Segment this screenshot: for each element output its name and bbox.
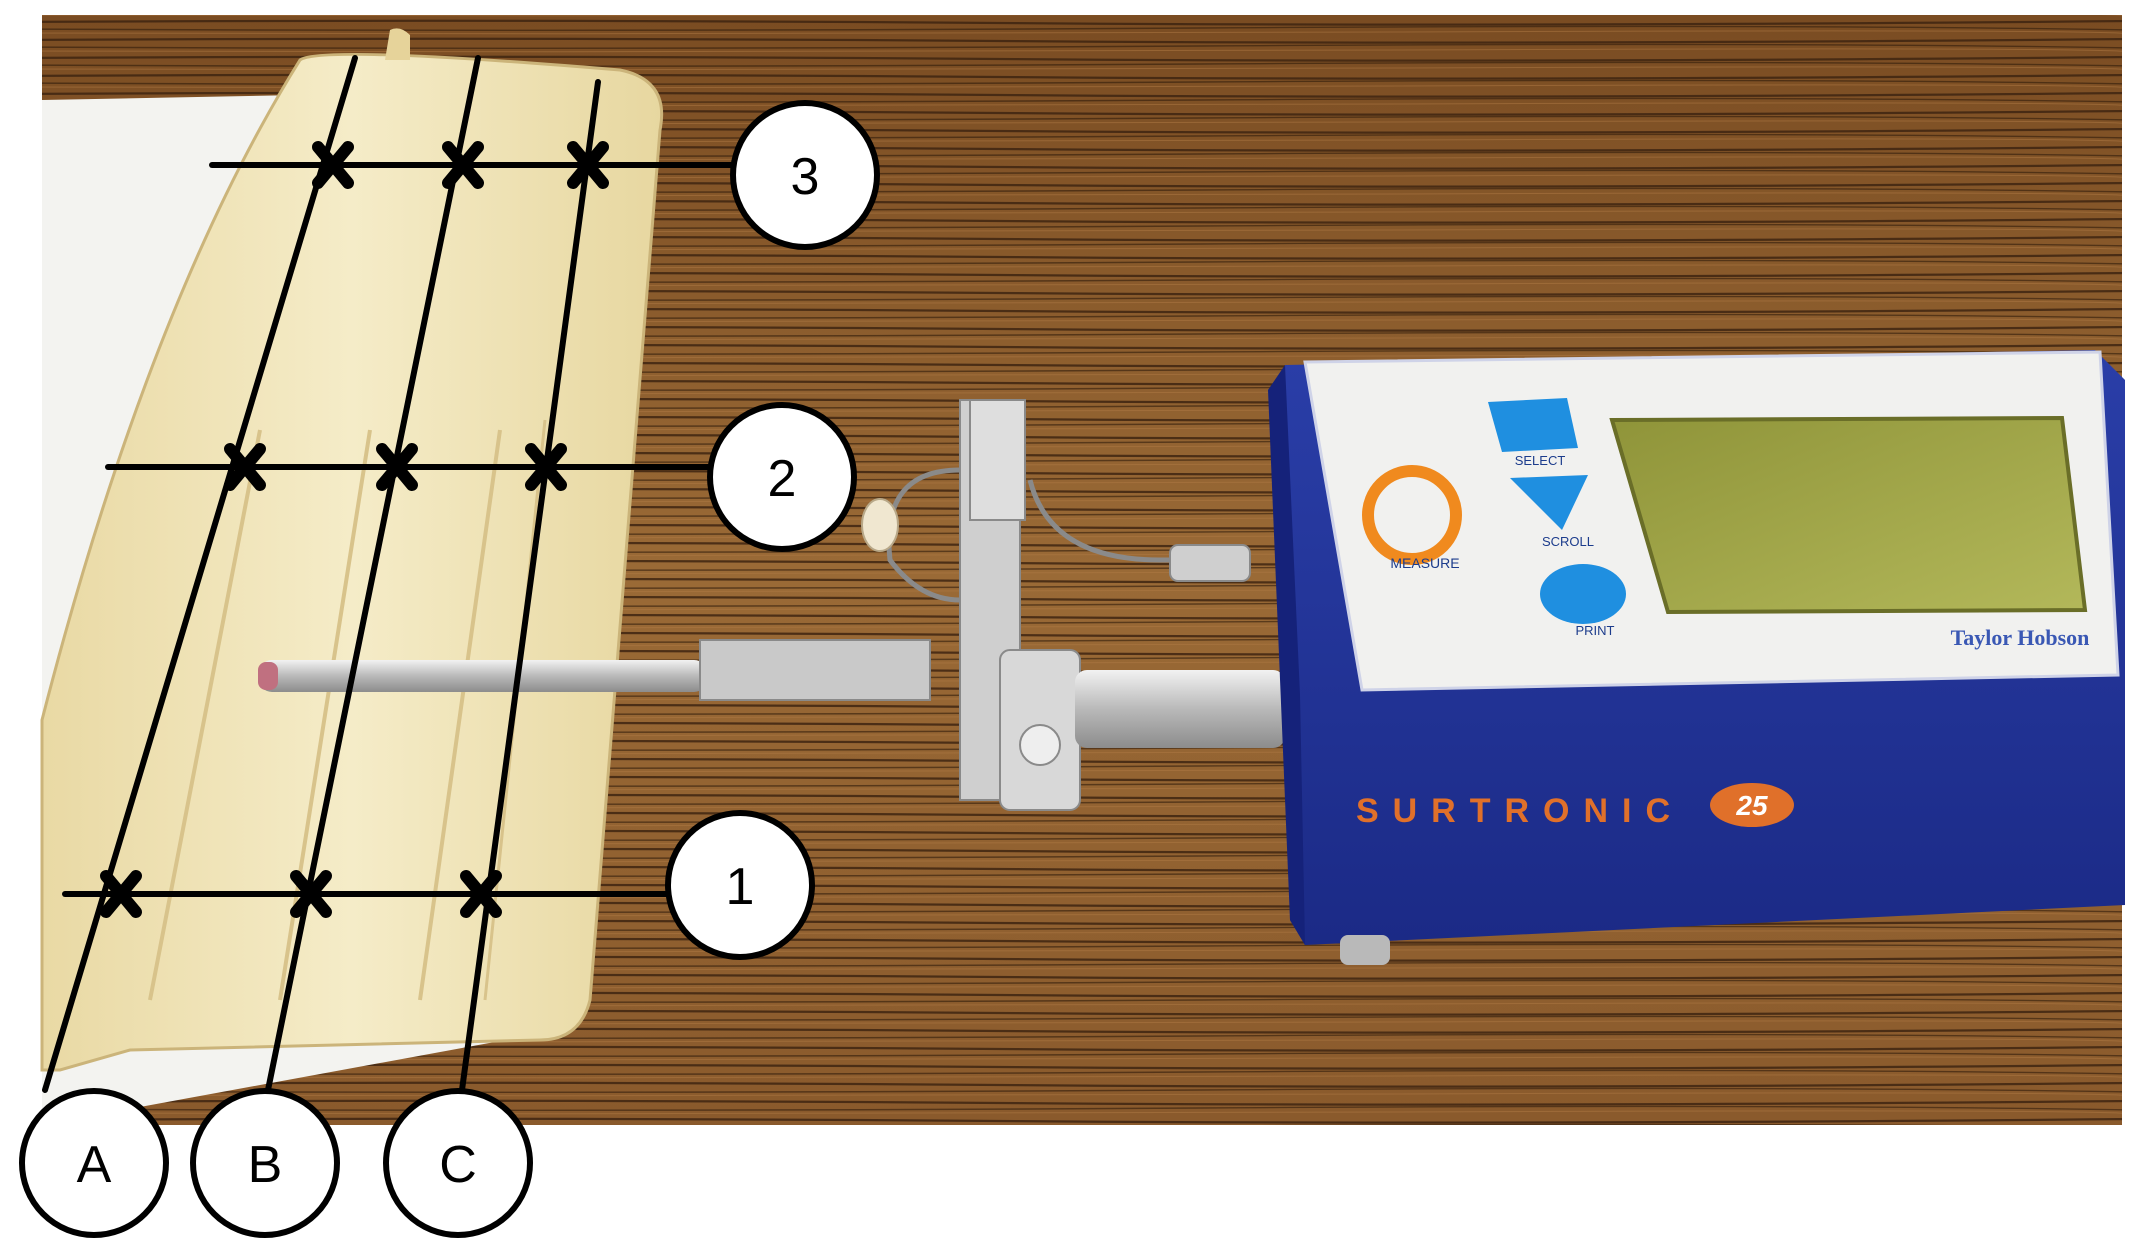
column-line-c bbox=[459, 79, 601, 1093]
probe-assembly bbox=[258, 399, 1285, 811]
svg-text:3: 3 bbox=[791, 148, 820, 206]
point-a2-icon bbox=[224, 443, 266, 491]
svg-text:2: 2 bbox=[768, 450, 797, 508]
point-c1-icon bbox=[460, 870, 502, 918]
row-label-2: 2 bbox=[707, 402, 857, 552]
column-line-a bbox=[42, 55, 358, 1093]
print-label: PRINT bbox=[1576, 623, 1615, 638]
scroll-button[interactable]: SCROLL bbox=[1510, 475, 1594, 549]
point-a1-icon bbox=[100, 870, 142, 918]
print-button[interactable]: PRINT bbox=[1540, 564, 1626, 638]
row-label-1: 1 bbox=[665, 810, 815, 960]
point-a3-icon bbox=[312, 141, 354, 189]
scroll-label: SCROLL bbox=[1542, 534, 1594, 549]
svg-text:C: C bbox=[439, 1136, 477, 1194]
column-label-c: C bbox=[383, 1088, 533, 1238]
measure-button[interactable]: MEASURE bbox=[1362, 465, 1462, 571]
measure-label: MEASURE bbox=[1390, 555, 1459, 571]
column-label-b: B bbox=[190, 1088, 340, 1238]
point-b3-icon bbox=[442, 141, 484, 189]
measurement-points bbox=[100, 141, 609, 918]
svg-text:A: A bbox=[77, 1136, 112, 1194]
column-line-b bbox=[265, 55, 481, 1093]
annotation-overlay bbox=[42, 55, 738, 1093]
row-label-3: 3 bbox=[730, 100, 880, 250]
point-c3-icon bbox=[567, 141, 609, 189]
measure-ring-icon bbox=[1362, 465, 1462, 565]
point-c2-icon bbox=[525, 443, 567, 491]
print-circle-icon bbox=[1540, 564, 1626, 624]
select-square-icon bbox=[1488, 398, 1578, 452]
point-b1-icon bbox=[290, 870, 332, 918]
model-number: 25 bbox=[1735, 790, 1768, 821]
select-button[interactable]: SELECT bbox=[1488, 398, 1578, 468]
select-label: SELECT bbox=[1515, 453, 1566, 468]
point-b2-icon bbox=[376, 443, 418, 491]
column-label-a: A bbox=[19, 1088, 169, 1238]
surtronic-instrument: MEASURE SELECT SCROLL PRINT Taylor Hobso… bbox=[1268, 350, 2125, 965]
svg-text:B: B bbox=[248, 1136, 283, 1194]
model-name: SURTRONIC bbox=[1356, 792, 1684, 830]
model-badge bbox=[1710, 783, 1794, 827]
scroll-triangle-icon bbox=[1510, 475, 1588, 530]
brand-label: Taylor Hobson bbox=[1951, 625, 2090, 650]
svg-text:1: 1 bbox=[726, 858, 755, 916]
